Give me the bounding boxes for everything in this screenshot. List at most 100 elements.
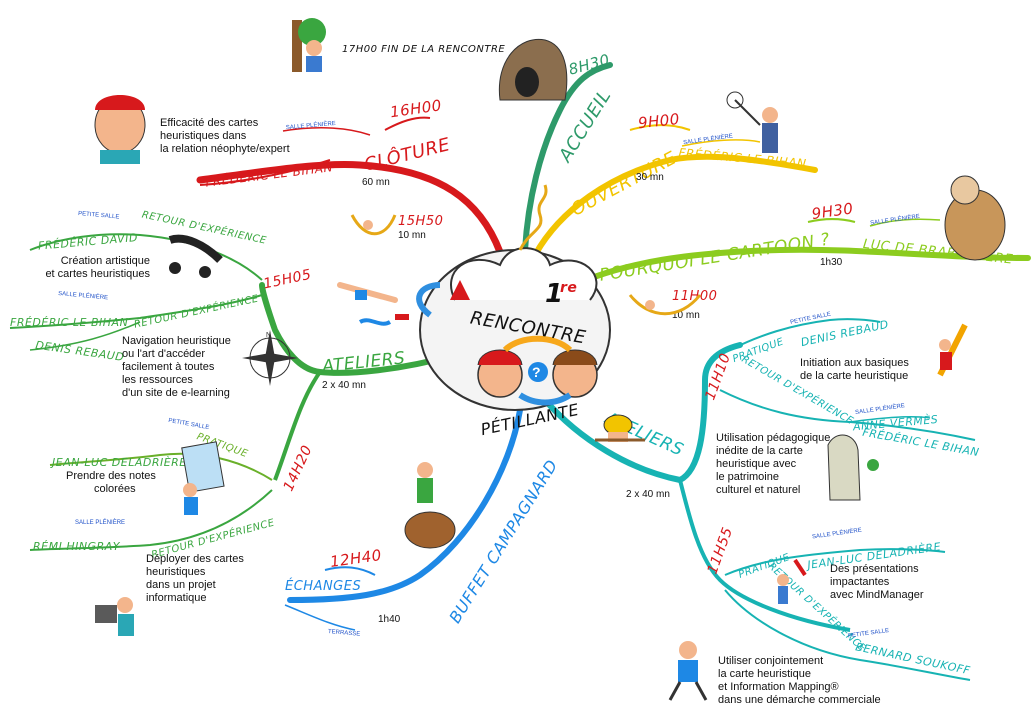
hiker-cartoon-icon: [292, 18, 326, 72]
ws-left-1420-pratique-room: PETITE SALLE: [168, 418, 210, 431]
ws-right-1110-retour-desc: Utilisation pédagogique inédite de la ca…: [716, 432, 830, 497]
branch-1155-pratique: [724, 548, 946, 576]
opening-duration: 30 mn: [636, 172, 664, 183]
cartoon-room: SALLE PLÉNIÈRE: [870, 213, 921, 227]
center-number-sup: re: [560, 280, 577, 296]
branch-closing-speaker: [199, 159, 331, 186]
branch-opening: [532, 153, 818, 258]
desc-line: dans une démarche commerciale: [718, 694, 881, 706]
desc-line: ou l'art d'accéder: [122, 348, 206, 360]
break-am-duration: 10 mn: [672, 310, 700, 321]
ws-left-1420-retour-speaker: RÉMI HINGRAY: [33, 540, 121, 553]
closing-speaker: FRÉDÉRIC LE BIHAN: [205, 159, 334, 190]
ws-left-1420-retour-desc: Déployer des cartes heuristiques dans un…: [146, 553, 244, 605]
branch-cartoon-time: [807, 218, 856, 223]
desc-line: inédite de la carte: [716, 445, 803, 457]
standing-stone-icon: [827, 434, 879, 501]
break-pm-time: 15H50: [398, 214, 443, 229]
desc-line: le patrimoine: [716, 471, 779, 483]
ws-right-1110-pratique-desc: Initiation aux basiques de la carte heur…: [800, 357, 909, 383]
workshops-right-duration: 2 x 40 mn: [626, 489, 670, 500]
desc-line: et cartes heuristiques: [45, 268, 150, 280]
rocket-launch-icon: [777, 558, 807, 604]
hammock-pm-icon: [350, 214, 397, 236]
branch-closing: [196, 160, 504, 256]
buffet-place: TERRASSE: [328, 629, 361, 638]
closing-time: 16H00: [389, 96, 443, 121]
hammock-icon: [628, 294, 702, 316]
ws-right-1155-retour-desc: Utiliser conjointement la carte heuristi…: [718, 655, 881, 706]
butterfly-catcher-icon: [726, 91, 778, 153]
opening-speaker: FRÉDÉRIC LE BIHAN: [678, 145, 807, 171]
buffet-sub: ÉCHANGES: [285, 578, 361, 594]
desc-line: Création artistique: [60, 255, 150, 267]
branch-1155-retour: [724, 589, 971, 681]
ws-left-1420-pratique-speaker: JEAN-LUC DELADRIÈRE: [50, 456, 187, 469]
branch-workshops-right: [542, 342, 743, 484]
opening-label: OUVERTURE: [568, 147, 680, 220]
desc-line: culturel et naturel: [716, 484, 801, 496]
ws-left-1420-retour-room: SALLE PLÉNIÈRE: [75, 519, 125, 526]
closing-desc-line: la relation néophyte/expert: [160, 143, 290, 155]
desc-line: impactantes: [830, 576, 890, 588]
branch-cartoon: [557, 246, 1031, 295]
painter-easel-icon: [181, 441, 225, 515]
desc-line: Des présentations: [830, 563, 919, 575]
break-am-time: 11H00: [672, 289, 717, 304]
svg-text:?: ?: [532, 364, 541, 380]
branch-closing-room: [282, 127, 371, 136]
closing-room: SALLE PLÉNIÈRE: [286, 120, 336, 131]
svg-text:N: N: [266, 332, 271, 339]
desc-line: de la carte heuristique: [800, 370, 909, 382]
computer-user-icon: [95, 597, 134, 636]
ws-left-1505-retour1: RETOUR D'EXPÉRIENCE: [141, 208, 268, 247]
desc-line: et Information Mapping®: [718, 681, 839, 693]
worker-hardhat-icon: [595, 414, 645, 442]
closing-desc: Efficacité des cartes heuristiques dans …: [160, 117, 290, 156]
workshops-left-label: ATELIERS: [320, 348, 406, 377]
branch-closing-time: [384, 116, 431, 131]
ws-left-1505-time: 15H05: [262, 267, 313, 293]
desc-line: facilement à toutes: [122, 361, 215, 373]
branch-buffet: [287, 407, 523, 603]
ws-right-1155-pratique-room: SALLE PLÉNIÈRE: [812, 527, 863, 541]
branch-1420-pratique: [49, 452, 273, 481]
ws-left-1505-retour2-speaker-1: FRÉDÉRIC LE BIHAN: [10, 316, 128, 329]
ws-right-1110-retour-room: SALLE PLÉNIÈRE: [855, 402, 906, 416]
desc-line: heuristiques: [146, 566, 206, 578]
buffet-label: BUFFET CAMPAGNARD: [445, 456, 561, 626]
branch-workshops-left-1420: [273, 370, 322, 481]
desc-line: Utilisation pédagogique: [716, 432, 831, 444]
branch-opening-time: [629, 124, 691, 131]
closing-desc-line: heuristiques dans: [160, 130, 247, 142]
caveman-icon: [944, 175, 1006, 261]
branch-1110-retour-sub: [849, 416, 931, 423]
workshops-left-duration: 2 x 40 mn: [322, 380, 366, 391]
branch-1420-retour: [29, 489, 273, 551]
running-man-icon: [668, 641, 708, 701]
center-number: 1: [545, 279, 564, 309]
top-note: 17H00 FIN DE LA RENCONTRE: [342, 44, 505, 55]
desc-line: Prendre des notes: [66, 470, 156, 482]
desc-line: heuristique avec: [716, 458, 797, 470]
branch-welcome: [522, 62, 613, 253]
closing-desc-line: Efficacité des cartes: [160, 117, 259, 129]
desc-line: avec MindManager: [830, 589, 924, 601]
ws-left-1505-retour2-room: SALLE PLÉNIÈRE: [58, 290, 108, 301]
pencil-man-icon: [937, 323, 968, 377]
ws-left-1420-pratique-desc: Prendre des notes colorées: [66, 470, 156, 496]
branch-1505-retour2: [9, 294, 263, 329]
thinking-man-icon: [94, 95, 146, 164]
branch-1110-pratique: [729, 318, 881, 351]
cartoon-label: POURQUOI LE CARTOON ?: [598, 230, 831, 286]
branch-buffet-terrace: [284, 604, 356, 631]
ws-right-1155-pratique-desc: Des présentations impactantes avec MindM…: [830, 563, 924, 602]
desc-line: dans un projet: [146, 579, 216, 591]
ws-right-1155-retour-room: PETITE SALLE: [848, 628, 890, 640]
desc-line: colorées: [94, 483, 136, 495]
desc-line: Navigation heuristique: [122, 335, 231, 347]
buffet-time: 12H40: [329, 546, 383, 571]
branch-workshops-left: [259, 282, 458, 376]
ws-left-1505-retour2: RETOUR D'EXPÉRIENCE: [133, 292, 260, 331]
